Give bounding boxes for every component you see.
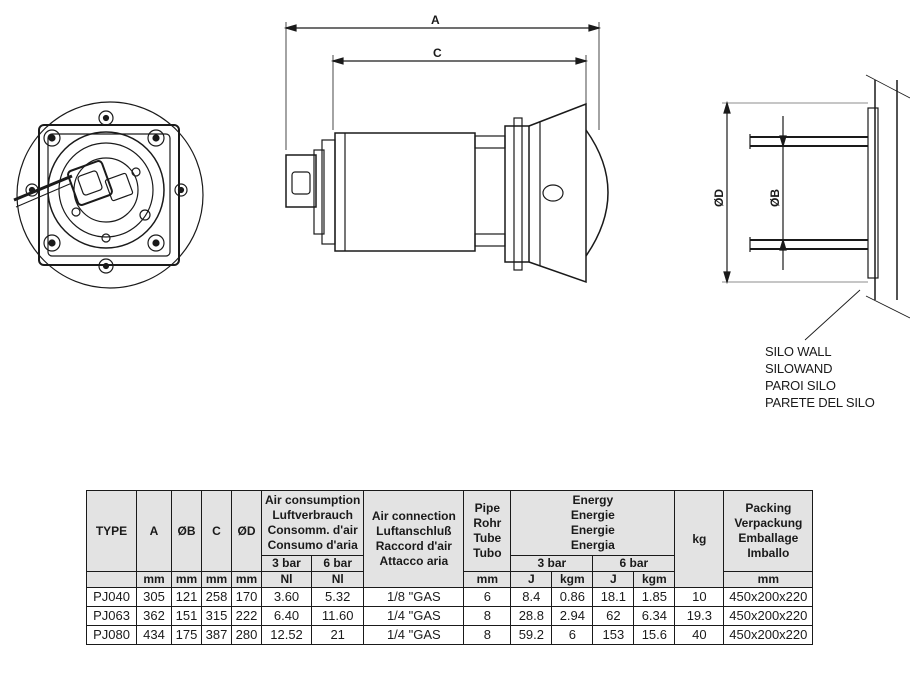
silo-label-it: PARETE DEL SILO (765, 395, 875, 410)
table-cell: 11.60 (311, 606, 365, 626)
table-cell: 5.32 (311, 587, 365, 607)
mounting-view-drawing (722, 74, 910, 341)
table-cell: 1/8 "GAS (363, 587, 465, 607)
silo-label-fr: PAROI SILO (765, 378, 836, 393)
unit-cell: mm (723, 571, 814, 588)
table-cell: 450x200x220 (723, 606, 814, 626)
table-cell: 170 (231, 587, 262, 607)
header-air-6bar: 6 bar (311, 555, 365, 572)
table-cell: 18.1 (592, 587, 635, 607)
header-pipe: Pipe Rohr Tube Tubo (463, 490, 512, 572)
table-cell: 258 (201, 587, 232, 607)
table-cell: 8 (463, 625, 512, 645)
header-air-connection: Air connection Luftanschluß Raccord d'ai… (363, 490, 465, 588)
unit-cell: kgm (551, 571, 594, 588)
unit-cell: mm (231, 571, 262, 588)
header-energy: Energy Energie Energie Energia (510, 490, 676, 556)
header-d: ØD (231, 490, 262, 572)
table-cell: 1.85 (633, 587, 676, 607)
unit-cell: Nl (311, 571, 365, 588)
table-cell: 151 (171, 606, 202, 626)
unit-cell: J (592, 571, 635, 588)
table-cell: 222 (231, 606, 262, 626)
table-cell: 175 (171, 625, 202, 645)
dimension-b-label: ØB (768, 189, 782, 207)
header-type: TYPE (86, 490, 137, 572)
technical-drawing: A C ØD ØB (13, 13, 910, 341)
unit-cell: mm (171, 571, 202, 588)
unit-cell: mm (201, 571, 232, 588)
table-cell: 12.52 (260, 625, 313, 645)
table-cell: 305 (136, 587, 172, 607)
table-cell: 2.94 (551, 606, 594, 626)
table-cell: 362 (136, 606, 172, 626)
dimension-d-label: ØD (712, 189, 726, 207)
table-cell: 28.8 (510, 606, 553, 626)
front-view-drawing (13, 101, 204, 289)
unit-cell: mm (463, 571, 512, 588)
silo-label-de: SILOWAND (765, 361, 833, 376)
unit-cell: Nl (260, 571, 313, 588)
header-air-3bar: 3 bar (260, 555, 313, 572)
table-cell: 15.6 (633, 625, 676, 645)
table-cell: 434 (136, 625, 172, 645)
table-cell: 8 (463, 606, 512, 626)
table-cell: 6 (463, 587, 512, 607)
table-cell: 6.34 (633, 606, 676, 626)
type-cell: PJ080 (86, 625, 137, 645)
dimension-a-label: A (431, 13, 440, 27)
unit-cell: mm (136, 571, 172, 588)
table-cell: 450x200x220 (723, 587, 814, 607)
table-cell: 121 (171, 587, 202, 607)
type-cell: PJ040 (86, 587, 137, 607)
header-c: C (201, 490, 232, 572)
table-cell: 387 (201, 625, 232, 645)
table-cell: 6 (551, 625, 594, 645)
table-cell: 1/4 "GAS (363, 606, 465, 626)
header-packing: Packing Verpackung Emballage Imballo (723, 490, 814, 572)
silo-wall-label: SILO WALL SILOWAND PAROI SILO PARETE DEL… (765, 343, 875, 411)
header-kg: kg (674, 490, 725, 588)
unit-cell: kgm (633, 571, 676, 588)
side-view-drawing (283, 22, 609, 284)
header-air-consumption: Air consumption Luftverbrauch Consomm. d… (260, 490, 365, 556)
unit-cell (86, 571, 137, 588)
table-cell: 10 (674, 587, 725, 607)
table-cell: 450x200x220 (723, 625, 814, 645)
table-cell: 1/4 "GAS (363, 625, 465, 645)
header-energy-3bar: 3 bar (510, 555, 594, 572)
table-cell: 6.40 (260, 606, 313, 626)
table-cell: 153 (592, 625, 635, 645)
silo-label-en: SILO WALL (765, 344, 832, 359)
table-cell: 280 (231, 625, 262, 645)
header-energy-6bar: 6 bar (592, 555, 676, 572)
table-cell: 8.4 (510, 587, 553, 607)
header-b: ØB (171, 490, 202, 572)
table-cell: 315 (201, 606, 232, 626)
dimension-c-label: C (433, 46, 442, 60)
specification-table: TYPE A ØB C ØD Air consumption Luftverbr… (86, 490, 814, 645)
table-cell: 0.86 (551, 587, 594, 607)
table-cell: 3.60 (260, 587, 313, 607)
header-a: A (136, 490, 172, 572)
unit-cell: J (510, 571, 553, 588)
table-cell: 40 (674, 625, 725, 645)
table-cell: 19.3 (674, 606, 725, 626)
table-cell: 59.2 (510, 625, 553, 645)
type-cell: PJ063 (86, 606, 137, 626)
table-cell: 62 (592, 606, 635, 626)
table-cell: 21 (311, 625, 365, 645)
